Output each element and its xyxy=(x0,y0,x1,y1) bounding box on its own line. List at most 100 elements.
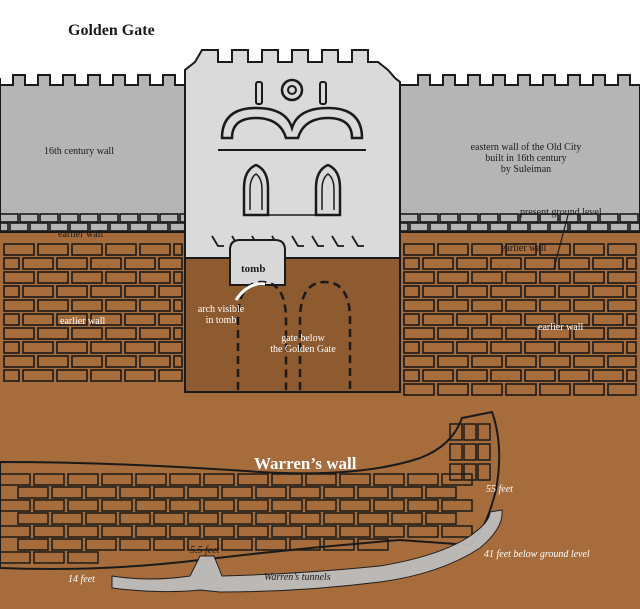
brick xyxy=(56,285,88,298)
brick xyxy=(3,327,35,340)
warren-brick xyxy=(33,551,65,564)
warren-brick xyxy=(101,499,133,512)
brick xyxy=(71,243,103,256)
corbel xyxy=(351,235,364,247)
label-eastern-wall: eastern wall of the Old City built in 16… xyxy=(466,142,586,175)
brick xyxy=(471,327,503,340)
warren-brick xyxy=(289,538,321,551)
brick xyxy=(105,299,137,312)
label-earlier-wall-left-upper: earlier wall xyxy=(58,229,104,240)
brick xyxy=(105,243,137,256)
brick xyxy=(490,369,522,382)
brick xyxy=(403,369,420,382)
brick xyxy=(592,369,624,382)
brick xyxy=(3,271,35,284)
brick xyxy=(173,327,183,340)
brick xyxy=(539,383,571,396)
brick xyxy=(71,327,103,340)
brick xyxy=(0,213,19,223)
brick xyxy=(519,213,539,223)
brick xyxy=(173,271,183,284)
warren-brick xyxy=(51,512,83,525)
warren-brick xyxy=(255,486,287,499)
warren-brick xyxy=(101,525,133,538)
brick xyxy=(37,327,69,340)
warren-brick xyxy=(463,423,477,441)
warren-brick xyxy=(17,486,49,499)
brick xyxy=(124,341,156,354)
warren-brick xyxy=(477,443,491,461)
warren-brick xyxy=(391,486,423,499)
brick xyxy=(573,355,605,368)
brick xyxy=(173,355,183,368)
brick xyxy=(539,299,571,312)
brick xyxy=(524,369,556,382)
warren-brick xyxy=(187,512,219,525)
warren-brick xyxy=(339,473,371,486)
buried-gate-arches xyxy=(236,280,352,390)
ground-level-pointer xyxy=(553,214,569,269)
warren-brick xyxy=(85,512,117,525)
warren-brick xyxy=(323,538,355,551)
brick xyxy=(139,327,171,340)
warren-brick xyxy=(33,473,65,486)
warren-brick xyxy=(169,525,201,538)
brick xyxy=(422,341,454,354)
brick xyxy=(422,285,454,298)
warren-brick xyxy=(17,538,49,551)
brick xyxy=(456,313,488,326)
brick xyxy=(573,383,605,396)
brick xyxy=(607,243,637,256)
warren-brick xyxy=(305,499,337,512)
brick xyxy=(558,257,590,270)
brick xyxy=(158,369,183,382)
brick xyxy=(607,271,637,284)
label-arch-visible: arch visible in tomb xyxy=(186,304,256,326)
warren-brick xyxy=(407,525,439,538)
warren-brick xyxy=(271,499,303,512)
brick xyxy=(139,243,171,256)
brick xyxy=(573,299,605,312)
warren-brick xyxy=(449,423,463,441)
brick xyxy=(558,313,590,326)
label-gate-below-line-1: gate below xyxy=(281,333,325,344)
corbel xyxy=(291,235,304,247)
warren-brick xyxy=(305,473,337,486)
brick xyxy=(479,213,499,223)
brick xyxy=(607,383,637,396)
warren-brick xyxy=(237,499,269,512)
brick xyxy=(437,243,469,256)
brick xyxy=(490,341,522,354)
brick xyxy=(499,213,519,223)
warren-brick xyxy=(51,538,83,551)
warren-brick xyxy=(67,525,99,538)
warren-brick xyxy=(391,512,423,525)
warren-brick xyxy=(85,486,117,499)
brick xyxy=(3,257,20,270)
brick xyxy=(124,285,156,298)
warren-brick xyxy=(153,538,185,551)
label-eastern-wall-line-1: eastern wall of the Old City xyxy=(470,142,582,153)
brick xyxy=(599,213,619,223)
brick xyxy=(403,285,420,298)
brick xyxy=(56,313,88,326)
brick xyxy=(490,313,522,326)
warren-brick xyxy=(425,512,457,525)
brick xyxy=(90,341,122,354)
corbel xyxy=(331,235,344,247)
brick xyxy=(607,355,637,368)
brick xyxy=(90,369,122,382)
brick xyxy=(90,257,122,270)
warren-brick xyxy=(119,486,151,499)
brick xyxy=(456,369,488,382)
warren-brick xyxy=(101,473,133,486)
brick xyxy=(3,285,20,298)
brick xyxy=(158,257,183,270)
brick xyxy=(626,285,637,298)
brick xyxy=(471,299,503,312)
brick xyxy=(422,369,454,382)
brick xyxy=(124,257,156,270)
brick xyxy=(56,341,88,354)
label-eastern-wall-line-3: by Suleiman xyxy=(500,164,552,175)
warren-brick xyxy=(67,551,99,564)
